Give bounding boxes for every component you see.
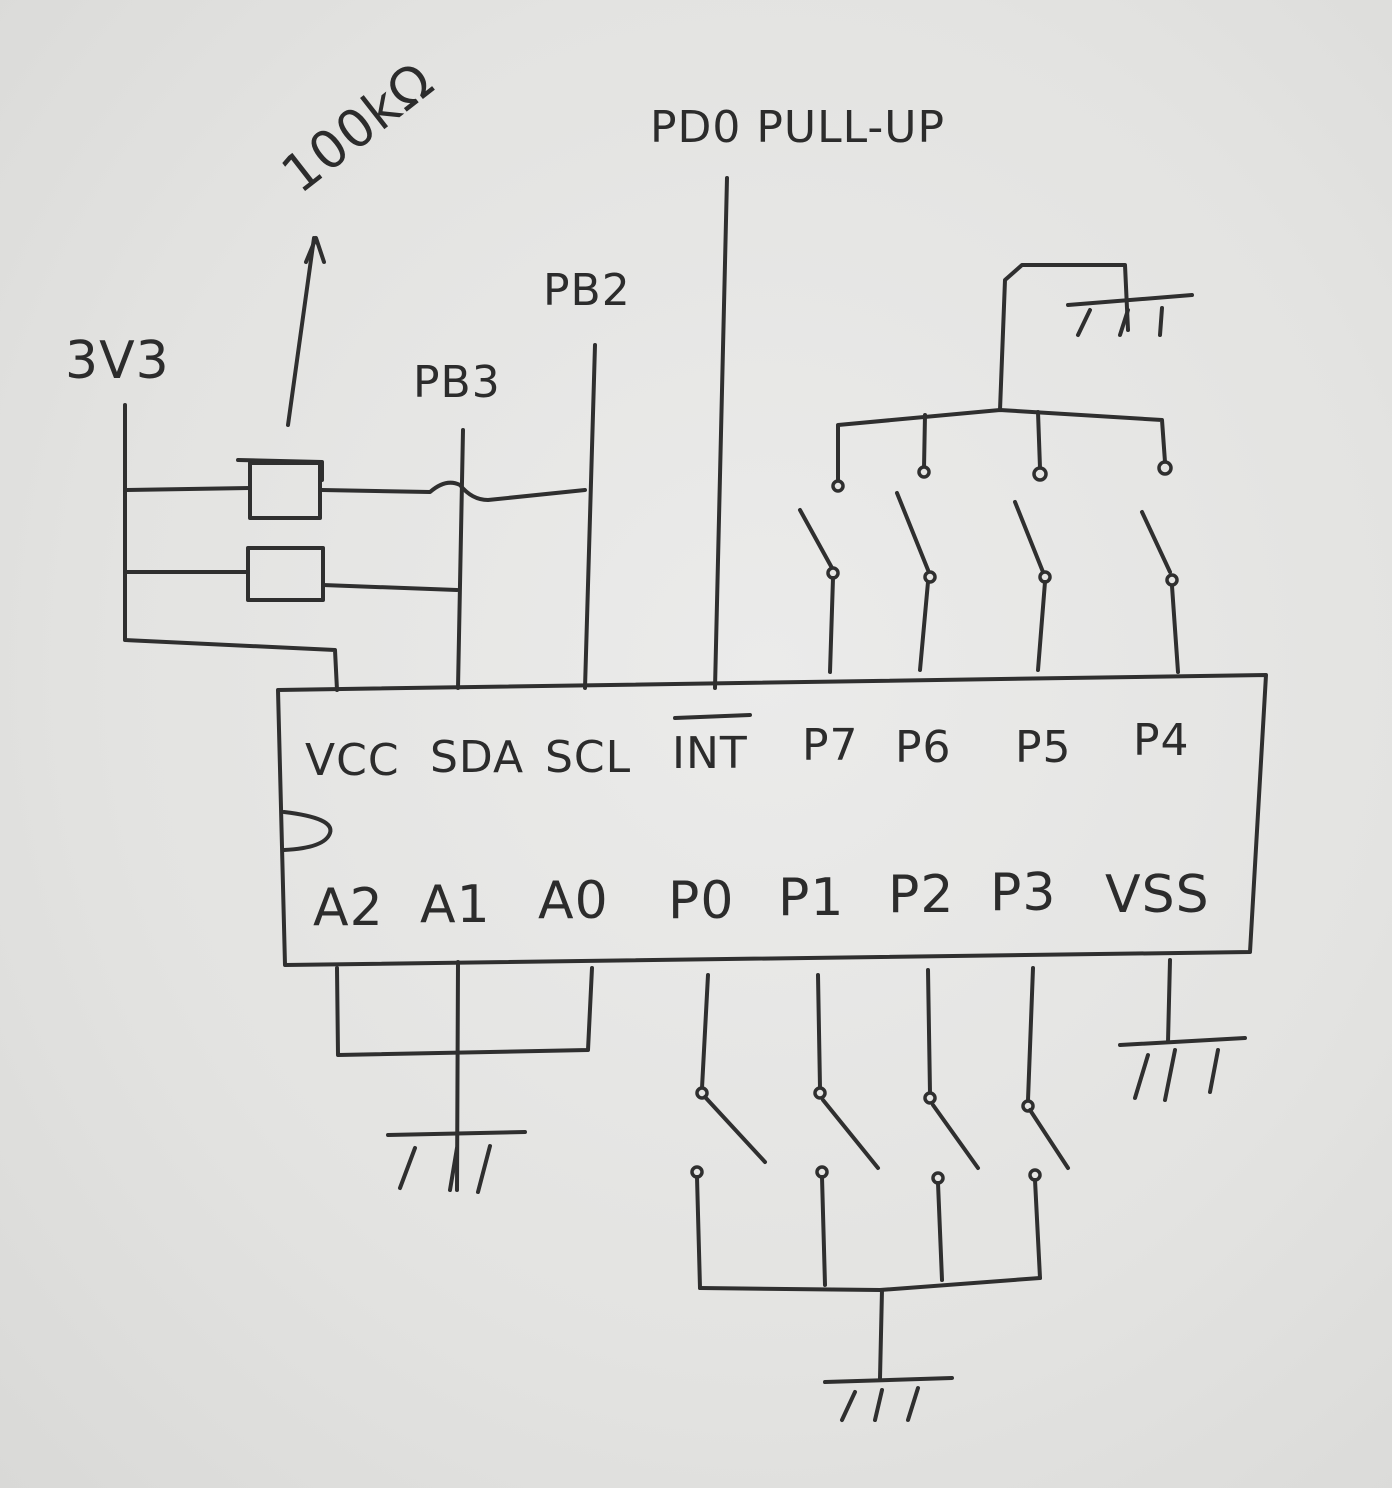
- int-line-pd0: [713, 176, 729, 690]
- vss-lead: [1166, 958, 1172, 1044]
- rail-to-r1: [123, 486, 252, 492]
- switch-p0-return: [695, 1175, 702, 1290]
- resistor-arrow: [286, 236, 316, 427]
- switch-p3-lever: [1028, 1108, 1070, 1170]
- top-switch-group: [798, 263, 1194, 674]
- int-overbar: [673, 713, 752, 720]
- label-pd0: PD0 PULL-UP: [650, 102, 945, 153]
- top-switch-bus: [836, 408, 1167, 484]
- switch-p0-lever: [703, 1095, 767, 1164]
- vcc-rail: [123, 403, 339, 692]
- address-pins-tie: [335, 966, 594, 1057]
- pin-vcc: VCC: [305, 735, 400, 786]
- ground-symbol-address: [386, 1130, 527, 1194]
- switch-p6-contact-bottom: [923, 570, 937, 584]
- ground-symbol-bottom: [823, 1376, 954, 1422]
- switch-p4-contact-top: [1157, 460, 1173, 476]
- bottom-switch-group: [690, 966, 1070, 1422]
- pin-p2: P2: [888, 865, 954, 925]
- switch-p5-lead: [1036, 580, 1047, 672]
- switch-p2-lever: [931, 1103, 980, 1170]
- pin-a0: A0: [538, 871, 609, 931]
- pin-sda: SDA: [430, 732, 524, 783]
- chip-notch: [282, 810, 333, 852]
- ground-symbol-vss: [1118, 1036, 1247, 1102]
- label-pb2: PB2: [543, 265, 631, 316]
- pin-p7: P7: [802, 720, 859, 771]
- r1-top-tab: [236, 458, 324, 482]
- bottom-switch-bus: [698, 1276, 1042, 1292]
- pin-int: INT: [672, 728, 748, 779]
- switch-p6-contact-top: [917, 465, 931, 479]
- switch-p3-lead: [1026, 966, 1035, 1102]
- label-pb3: PB3: [413, 357, 501, 408]
- switch-p6-lead: [918, 580, 930, 672]
- resistor-r2: [246, 546, 325, 602]
- switch-p2-return: [936, 1181, 944, 1282]
- resistor-arrow-head: [304, 236, 326, 264]
- pin-p6: P6: [895, 722, 952, 773]
- chip-body: [276, 673, 1268, 967]
- label-resistor: 100kΩ: [271, 51, 445, 205]
- pin-scl: SCL: [545, 732, 631, 783]
- pin-a1: A1: [420, 875, 491, 935]
- switch-p7-lever: [798, 508, 834, 570]
- top-bus-drop-p6: [922, 413, 927, 470]
- switch-p7-lead: [828, 576, 835, 674]
- top-ground-link: [998, 263, 1130, 412]
- switch-p4-contact-bottom: [1165, 573, 1179, 587]
- switch-p1-lever: [821, 1098, 880, 1170]
- switch-p2-contact-top: [923, 1091, 937, 1105]
- resistor-r1: [248, 461, 322, 520]
- switch-p5-contact-top: [1032, 466, 1048, 482]
- pin-p5: P5: [1015, 722, 1072, 773]
- sda-line-pb3: [456, 428, 465, 690]
- pin-p0: P0: [668, 871, 734, 931]
- r1-to-scl: [320, 480, 587, 502]
- pin-p3: P3: [990, 863, 1056, 923]
- ground-symbol-top: [1066, 293, 1194, 337]
- pin-a2: A2: [313, 878, 384, 938]
- label-3v3: 3V3: [65, 331, 170, 391]
- switch-p4-lever: [1140, 510, 1172, 574]
- bottom-ground-lead: [878, 1288, 884, 1380]
- switch-p0-lead: [700, 973, 710, 1090]
- switch-p1-lead: [816, 973, 822, 1090]
- pin-p1: P1: [778, 868, 844, 928]
- pin-p4: P4: [1133, 715, 1190, 766]
- switch-p1-contact-top: [813, 1086, 827, 1100]
- switch-p2-lead: [926, 968, 932, 1095]
- top-bus-drop-p5: [1036, 410, 1042, 470]
- switch-p6-lever: [895, 491, 930, 572]
- switch-p7-contact-top: [831, 479, 845, 493]
- switch-p1-return: [820, 1175, 827, 1287]
- pin-vss: VSS: [1105, 865, 1210, 925]
- switch-p4-lead: [1170, 584, 1180, 674]
- scl-line-pb2: [583, 343, 597, 690]
- switch-p3-return: [1033, 1178, 1042, 1280]
- switch-p5-lever: [1013, 500, 1045, 574]
- r2-to-sda: [321, 583, 459, 592]
